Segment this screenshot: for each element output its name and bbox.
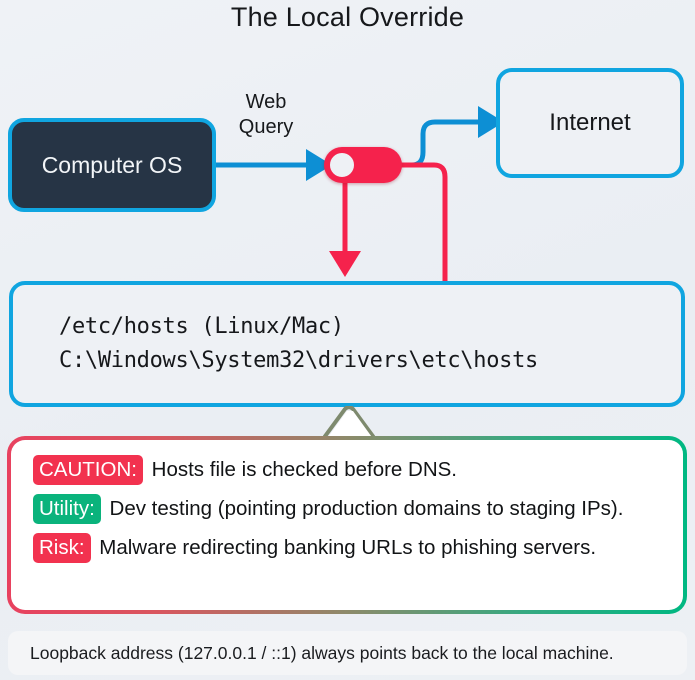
node-internet[interactable]: Internet <box>496 68 684 178</box>
page-title: The Local Override <box>230 2 465 32</box>
badge-caution: CAUTION: <box>33 455 143 485</box>
edge-label-web-query: Web Query <box>214 90 318 140</box>
footer-note-text: Loopback address (127.0.0.1 / ::1) alway… <box>30 642 614 663</box>
callout-row-risk: Risk: Malware redirecting banking URLs t… <box>33 533 661 563</box>
callout-text-caution: Hosts file is checked before DNS. <box>151 458 458 481</box>
wire-resolver-to-internet <box>401 105 504 168</box>
toggle-knob-icon <box>327 150 357 180</box>
hosts-path-windows: C:\Windows\System32\drivers\etc\hosts <box>59 348 538 373</box>
edge-label-line-1: Web <box>245 91 287 113</box>
callout-pointer-icon <box>323 406 375 440</box>
callout-content: CAUTION: Hosts file is checked before DN… <box>11 440 683 610</box>
edge-label-line-2: Query <box>238 116 294 138</box>
callout-row-utility: Utility: Dev testing (pointing productio… <box>33 494 661 524</box>
node-internet-label: Internet <box>549 109 631 136</box>
node-hosts-file[interactable]: /etc/hosts (Linux/Mac) C:\Windows\System… <box>9 281 685 407</box>
wire-hosts-return <box>401 162 448 283</box>
node-computer-os[interactable]: Computer OS <box>8 118 216 212</box>
badge-utility: Utility: <box>33 494 101 524</box>
node-computer-os-label: Computer OS <box>41 151 183 178</box>
badge-risk: Risk: <box>33 533 91 563</box>
footer-note: Loopback address (127.0.0.1 / ::1) alway… <box>8 631 687 675</box>
callout-row-caution: CAUTION: Hosts file is checked before DN… <box>33 455 661 485</box>
callout-panel: CAUTION: Hosts file is checked before DN… <box>7 436 687 614</box>
callout-text-utility: Dev testing (pointing production domains… <box>109 497 624 520</box>
callout-text-risk: Malware redirecting banking URLs to phis… <box>99 536 597 559</box>
hosts-path-unix: /etc/hosts (Linux/Mac) <box>59 314 344 339</box>
dns-override-toggle[interactable] <box>324 147 402 183</box>
